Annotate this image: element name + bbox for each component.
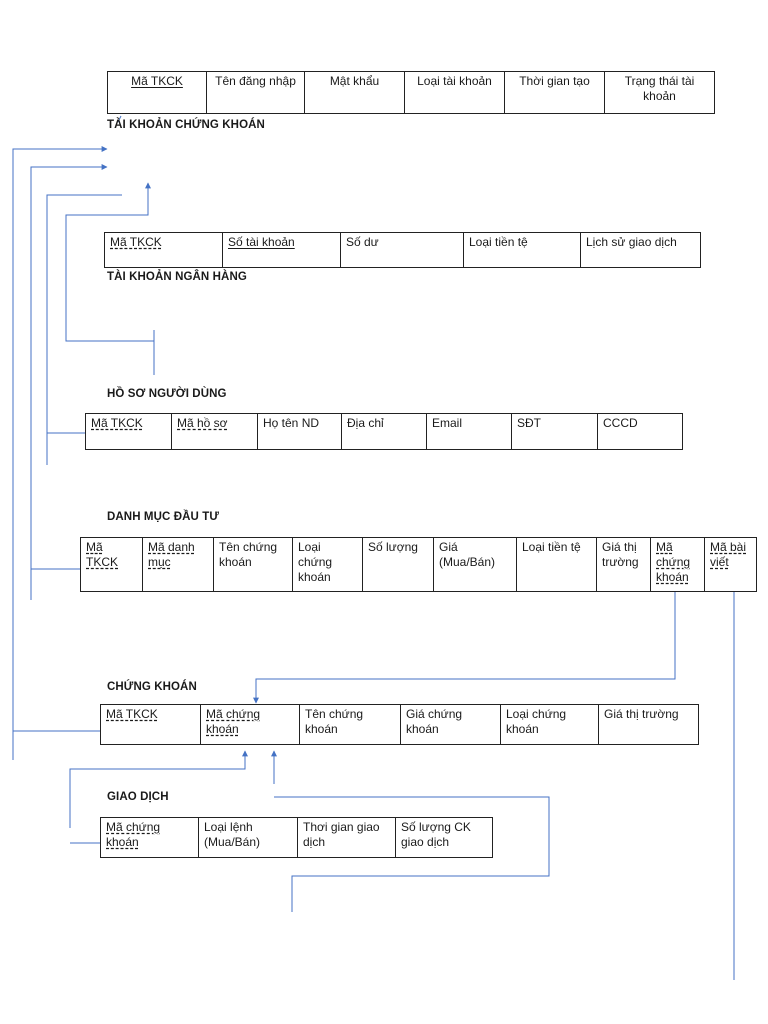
title-ho-so-nguoi-dung: HỒ SƠ NGƯỜI DÙNG [107,388,227,400]
table-giao-dich: Mã chứng khoán Loại lệnh (Mua/Bán) Thơi … [100,817,493,858]
col-loai-tien-te: Loại tiền tệ [463,232,581,268]
col-ten-chung-khoan: Tên chứng khoán [299,704,401,745]
col-ten-chung-khoan: Tên chứng khoán [213,537,293,592]
col-gia-chung-khoan: Giá chứng khoán [400,704,501,745]
table-tai-khoan-chung-khoan: Mã TKCK Tên đăng nhập Mật khẩu Loại tài … [107,71,715,114]
col-ma-bai-viet: Mã bài viết [704,537,757,592]
col-ma-tkck: Mã TKCK [100,704,201,745]
col-cccd: CCCD [597,413,683,450]
col-trang-thai: Trạng thái tài khoản [604,71,715,114]
col-so-luong-ck: Số lượng CK giao dịch [395,817,493,858]
col-so-tai-khoan: Số tài khoản [222,232,341,268]
col-sdt: SĐT [511,413,598,450]
col-gia-mua-ban: Giá (Mua/Bán) [433,537,517,592]
col-lich-su-giao-dich: Lịch sử giao dịch [580,232,701,268]
col-thoi-gian-tao: Thời gian tạo [504,71,605,114]
col-mat-khau: Mật khẩu [304,71,405,114]
col-loai-tien-te: Loại tiền tệ [516,537,597,592]
col-ho-ten: Họ tên ND [257,413,342,450]
col-ma-tkck: Mã TKCK [107,71,207,114]
title-tai-khoan-ngan-hang: TÀI KHOẢN NGÂN HÀNG [107,271,247,283]
col-gia-thi-truong: Giá thị trường [598,704,699,745]
col-ma-chung-khoan: Mã chứng khoán [100,817,199,858]
col-ma-chung-khoan: Mã chứng khoán [650,537,705,592]
link-chungkhoan-tkck [12,146,108,732]
title-giao-dich: GIAO DỊCH [107,791,169,803]
link-hoso-tkck [46,194,122,434]
table-ho-so-nguoi-dung: Mã TKCK Mã hồ sơ Họ tên ND Địa chỉ Email… [85,413,683,450]
title-tai-khoan-chung-khoan: TÀI KHOẢN CHỨNG KHOÁN [107,119,265,131]
col-ma-ho-so: Mã hồ sơ [171,413,258,450]
link-giaodich-chungkhoan-2 [274,796,550,912]
col-loai-chung-khoan: Loại chứng khoán [500,704,599,745]
col-gia-thi-truong: Giá thị trường [596,537,651,592]
table-chung-khoan: Mã TKCK Mã chứng khoán Tên chứng khoán G… [100,704,699,745]
tkck-key-tick [117,115,122,123]
table-danh-muc-dau-tu: Mã TKCK Mã danh mục Tên chứng khoán Loại… [80,537,757,592]
table-tai-khoan-ngan-hang: Mã TKCK Số tài khoản Số dư Loại tiền tệ … [104,232,701,268]
link-danhmuc-tkck [30,164,108,570]
col-dia-chi: Địa chỉ [341,413,427,450]
col-so-du: Số dư [340,232,464,268]
col-ma-tkck: Mã TKCK [85,413,172,450]
link-giaodich-chungkhoan-1 [69,750,248,828]
col-thoi-gian-giao-dich: Thơi gian giao dịch [297,817,396,858]
col-ma-danh-muc: Mã danh mục [142,537,214,592]
col-email: Email [426,413,512,450]
col-loai-tai-khoan: Loại tài khoản [404,71,505,114]
title-danh-muc-dau-tu: DANH MỤC ĐẦU TƯ [107,511,219,523]
title-chung-khoan: CHỨNG KHOÁN [107,681,197,693]
col-ma-tkck: Mã TKCK [104,232,223,268]
col-loai-lenh: Loại lệnh (Mua/Bán) [198,817,298,858]
col-ma-tkck: Mã TKCK [80,537,143,592]
link-nganhang-tkck [65,182,154,342]
col-so-luong: Số lượng [362,537,434,592]
link-danhmuc-chungkhoan [253,592,676,704]
col-loai-chung-khoan: Loại chứng khoán [292,537,363,592]
col-ma-chung-khoan: Mã chứng khoán [200,704,300,745]
col-ten-dang-nhap: Tên đăng nhập [206,71,305,114]
